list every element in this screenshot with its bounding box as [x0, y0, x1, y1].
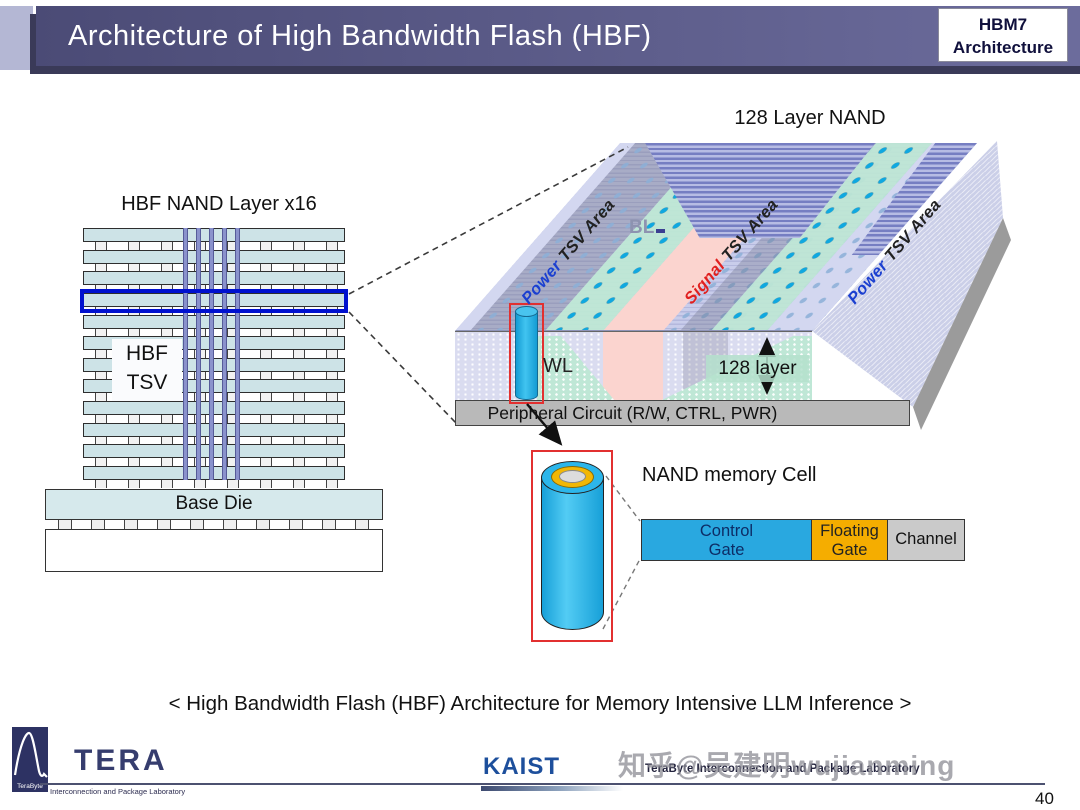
cell-highlight-box-3d [509, 303, 544, 404]
kaist-logo: KAIST [483, 753, 560, 780]
microbump-row [88, 264, 340, 272]
microbump-row [88, 480, 340, 488]
badge-line2: Architecture [952, 37, 1054, 57]
floating-gate-line1: Floating [820, 522, 879, 540]
base-die: Base Die [45, 489, 383, 520]
bl-underscore-mark [656, 229, 666, 233]
microbump-row [88, 415, 340, 423]
microbump-row [88, 458, 340, 466]
microbump-row [88, 242, 340, 250]
gate-structure-bar: Control Gate Floating Gate Channel [641, 519, 965, 561]
package-substrate [45, 529, 383, 572]
header-bar [36, 6, 1080, 66]
badge-line1: HBM7 [978, 15, 1028, 34]
wordline-label: WL [543, 355, 573, 377]
tera-wordmark: TERA [74, 744, 168, 777]
base-die-bump-row [52, 520, 378, 529]
nand-layer [83, 250, 345, 264]
watermark-text: 知乎@吴建明wujianming [618, 750, 956, 781]
nand-layer [83, 228, 345, 242]
nand-layer [83, 466, 345, 480]
nand-layer [83, 423, 345, 437]
microbump-row [88, 372, 340, 380]
right-diagram-title: 128 Layer NAND [734, 107, 886, 129]
lab-name-text: TeraByte Interconnection and Package Lab… [645, 763, 920, 775]
hbf-tsv-column [196, 228, 201, 480]
hbf-tsv-label: HBF TSV [112, 339, 182, 401]
nand-layer [83, 444, 345, 458]
nand-layer [83, 401, 345, 415]
tera-logo-mark: TeraByte [12, 727, 48, 792]
header-corner-decoration [0, 6, 33, 70]
control-gate-line2: Gate [708, 541, 745, 559]
microbump-row [88, 350, 340, 358]
hbf-tsv-column [209, 228, 214, 480]
control-gate-segment: Control Gate [642, 520, 811, 560]
selected-layer-outline [80, 289, 348, 313]
nand-cell-highlight-box [531, 450, 613, 642]
microbump-row [88, 437, 340, 445]
zoom-dashed-line-bottom [348, 311, 457, 424]
tera-subtext: Interconnection and Package Laboratory [50, 787, 186, 796]
hbf-tsv-label-line2: TSV [126, 371, 168, 394]
nand-layer [83, 315, 345, 329]
hbf-tsv-column [222, 228, 227, 480]
left-diagram-title: HBF NAND Layer x16 [121, 193, 317, 215]
control-gate-line1: Control [699, 522, 754, 540]
channel-segment: Channel [887, 520, 964, 560]
tera-square-text: TeraByte [17, 783, 43, 790]
hbm7-architecture-badge: HBM7 Architecture [938, 8, 1068, 62]
kaist-underline [481, 786, 623, 791]
microbump-row [88, 393, 340, 401]
bl-text: BL [629, 217, 655, 238]
slide-title: Architecture of High Bandwidth Flash (HB… [68, 20, 652, 52]
floating-gate-line2: Gate [831, 541, 868, 559]
page-number: 40 [1035, 789, 1054, 808]
tera-peak-icon [13, 731, 48, 778]
channel-core [559, 470, 586, 483]
signal-band-front [603, 332, 663, 400]
slide-caption: < High Bandwidth Flash (HBF) Architectur… [168, 692, 912, 715]
nand-cell-cylinder [541, 477, 604, 630]
footer-rule [40, 783, 1045, 785]
channel-pillar-3d-top [515, 306, 538, 317]
hbf-tsv-label-line1: HBF [126, 342, 168, 365]
bitline-label: BL [629, 217, 666, 239]
floating-gate-segment: Floating Gate [811, 520, 887, 560]
nand-cell-title: NAND memory Cell [642, 464, 817, 486]
hbf-tsv-column [235, 228, 240, 480]
hbf-tsv-column [183, 228, 188, 480]
nand-layer [83, 271, 345, 285]
microbump-row [88, 329, 340, 337]
layer-count-label: 128 layer [706, 355, 809, 382]
